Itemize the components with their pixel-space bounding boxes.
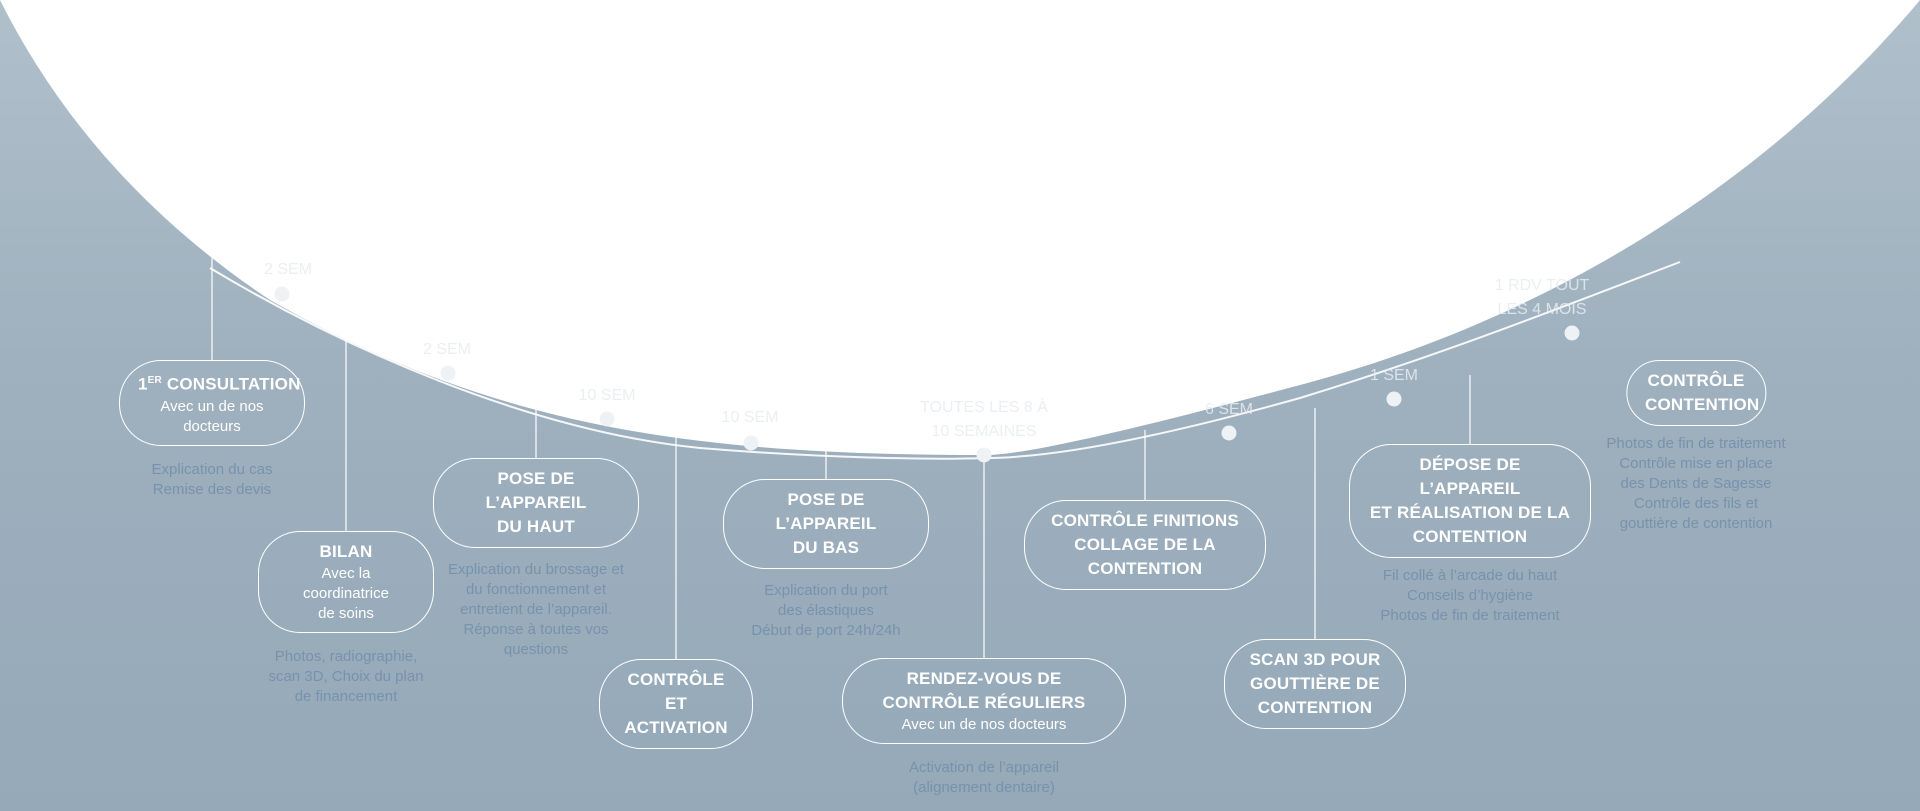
step-consultation: 1er CONSULTATION Avec un de nos docteurs… (119, 360, 305, 500)
step-pill: POSE DE L’APPAREIL DU HAUT (433, 458, 639, 548)
duration-label: 10 SEM (578, 387, 636, 404)
step-title: DÉPOSE DE L’APPAREIL ET RÉALISATION DE L… (1369, 455, 1571, 546)
step-pill: 1er CONSULTATION Avec un de nos docteurs (119, 360, 305, 446)
step-title: BILAN (319, 542, 373, 561)
step-pill: RENDEZ-VOUS DE CONTRÔLE RÉGULIERS Avec u… (842, 658, 1126, 744)
step-subtitle: Avec la coordinatrice de soins (303, 565, 389, 622)
duration-label: 10 SEM (721, 409, 779, 426)
step-title: CONTRÔLE CONTENTION (1645, 371, 1760, 414)
step-title: POSE DE L’APPAREIL DU BAS (775, 490, 877, 557)
timeline-dot (274, 286, 290, 302)
duration-label: 1 SEM (1369, 367, 1419, 384)
step-pill: BILAN Avec la coordinatrice de soins (258, 531, 434, 633)
timeline-dot (1564, 325, 1580, 341)
step-description: Explication du cas Remise des devis (151, 460, 273, 498)
duration-label: 1 RDV TOUT LES 4 MOIS (1494, 277, 1590, 318)
timeline-dot (743, 435, 759, 451)
step-description: Fil collé à l’arcade du haut Conseils d’… (1380, 567, 1560, 624)
timeline-dot (599, 411, 615, 427)
duration-label: 2 SEM (422, 341, 472, 358)
step-bilan: BILAN Avec la coordinatrice de soins Pho… (258, 531, 434, 707)
step-description: Photos de fin de traitement Contrôle mis… (1606, 435, 1786, 532)
step-controle-contention: CONTRÔLE CONTENTION Photos de fin de tra… (1606, 360, 1786, 534)
step-description: Photos, radiographie, scan 3D, Choix du … (268, 648, 424, 705)
timeline-dot (440, 365, 456, 381)
step-description: Explication du port des élastiques Début… (751, 582, 901, 639)
duration-label: TOUTES LES 8 À 10 SEMAINES (920, 399, 1048, 440)
timeline-dot (1386, 391, 1402, 407)
step-subtitle: Avec un de nos docteurs (901, 716, 1067, 733)
step-title: POSE DE L’APPAREIL DU HAUT (485, 469, 587, 536)
duration-label: 2 SEM (263, 261, 313, 278)
step-title: CONTRÔLE ET ACTIVATION (624, 670, 728, 737)
step-pill: DÉPOSE DE L’APPAREIL ET RÉALISATION DE L… (1349, 444, 1591, 558)
step-title: CONTRÔLE FINITIONS COLLAGE DE LA CONTENT… (1051, 511, 1239, 578)
duration-label: 6 SEM (1204, 401, 1254, 418)
timeline-dot (976, 447, 992, 463)
step-title: RENDEZ-VOUS DE CONTRÔLE RÉGULIERS (882, 669, 1086, 712)
step-controle-finitions: CONTRÔLE FINITIONS COLLAGE DE LA CONTENT… (1024, 500, 1266, 590)
white-arc-shape (0, 0, 1920, 455)
step-description: Activation de l’appareil (alignement den… (908, 759, 1060, 796)
step-title: 1er CONSULTATION (138, 374, 301, 394)
step-scan-3d: SCAN 3D POUR GOUTTIÈRE DE CONTENTION (1224, 639, 1406, 729)
step-pill: CONTRÔLE CONTENTION (1626, 360, 1766, 426)
step-pose-haut: POSE DE L’APPAREIL DU HAUT Explication d… (433, 458, 639, 660)
step-depose: DÉPOSE DE L’APPAREIL ET RÉALISATION DE L… (1349, 444, 1591, 626)
step-rendez-vous: RENDEZ-VOUS DE CONTRÔLE RÉGULIERS Avec u… (842, 658, 1126, 798)
step-pill: CONTRÔLE FINITIONS COLLAGE DE LA CONTENT… (1024, 500, 1266, 590)
step-subtitle: Avec un de nos docteurs (160, 397, 264, 435)
step-pill: SCAN 3D POUR GOUTTIÈRE DE CONTENTION (1224, 639, 1406, 729)
step-pill: CONTRÔLE ET ACTIVATION (599, 659, 753, 749)
step-description: Explication du brossage et du fonctionne… (448, 561, 624, 658)
step-pill: POSE DE L’APPAREIL DU BAS (723, 479, 929, 569)
step-pose-bas: POSE DE L’APPAREIL DU BAS Explication du… (723, 479, 929, 641)
step-controle-activation: CONTRÔLE ET ACTIVATION (599, 659, 753, 749)
step-title: SCAN 3D POUR GOUTTIÈRE DE CONTENTION (1249, 650, 1381, 717)
timeline-dot (1221, 425, 1237, 441)
